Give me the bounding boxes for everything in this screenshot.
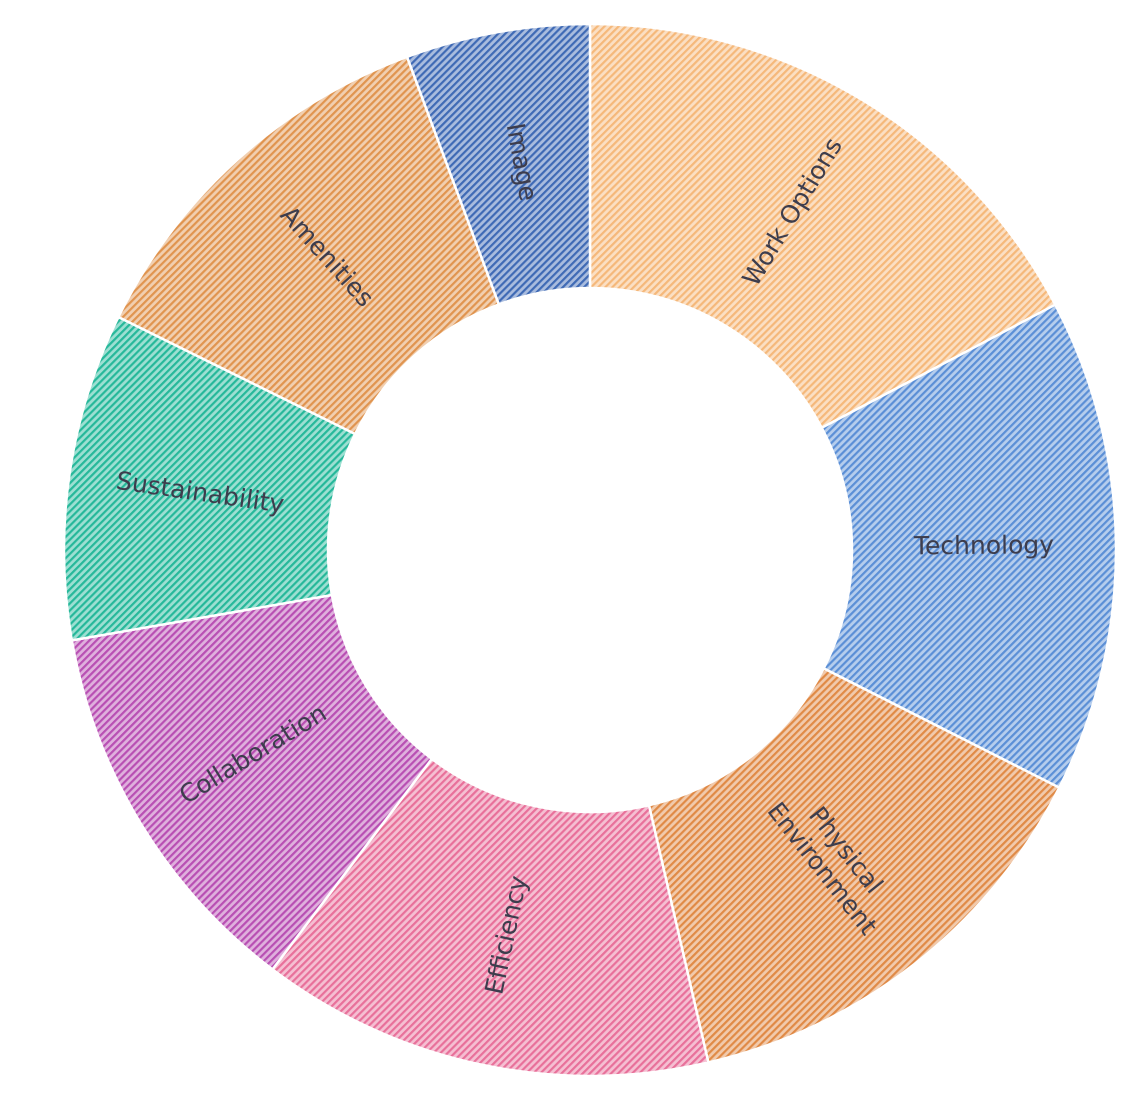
slice-sustainability [62,315,357,642]
slices-layer [62,22,1118,1078]
slice-efficiency [270,757,710,1078]
slice-collaboration [70,593,434,972]
slice-physical-environment [647,666,1061,1065]
slice-image [405,22,592,306]
slice-label-technology: Technology [913,530,1054,560]
slice-amenities [116,55,501,436]
slice-work-options [588,22,1057,430]
slice-technology [820,302,1118,790]
